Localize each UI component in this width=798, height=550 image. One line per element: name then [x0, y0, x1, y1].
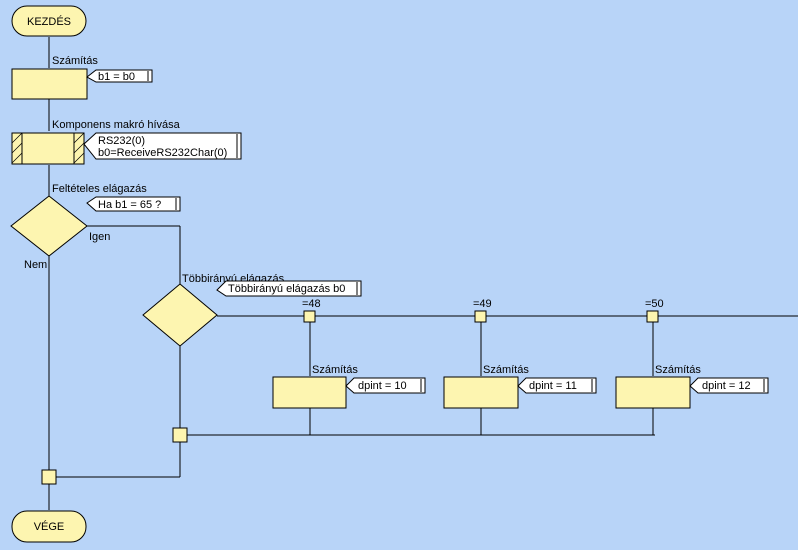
switch-case-2[interactable]: =49 [473, 298, 492, 323]
macro-block[interactable]: Komponens makró hívása [11, 119, 181, 165]
macro-block-label: Komponens makró hívása [52, 119, 181, 131]
switch-case-1[interactable]: =48 [302, 298, 321, 323]
case-2-calc-note: dpint = 11 [517, 377, 597, 394]
decision-block-note-text: Ha b1 = 65 ? [98, 199, 161, 211]
decision-block-note: Ha b1 = 65 ? [86, 196, 181, 212]
switch-case-3-value: =50 [645, 298, 664, 310]
switch-block-note: Többirányú elágazás b0 [216, 280, 362, 297]
start-terminal[interactable]: KEZDÉS [11, 5, 87, 37]
case-1-calc-note-text: dpint = 10 [358, 380, 407, 392]
decision-join-node[interactable] [41, 469, 57, 485]
decision-block[interactable]: Feltételes elágazás [10, 183, 147, 257]
macro-block-hatching [11, 132, 85, 164]
macro-block-note-line1: RS232(0) [98, 135, 145, 147]
switch-block-note-text: Többirányú elágazás b0 [228, 283, 345, 295]
start-terminal-label: KEZDÉS [27, 15, 71, 28]
connector-lines [48, 37, 798, 510]
case-3-calc-label: Számítás [655, 364, 701, 376]
case-3-calc-note: dpint = 12 [689, 377, 769, 394]
decision-yes-label: Igen [89, 231, 110, 243]
case-2-calc-block[interactable]: Számítás [443, 364, 529, 409]
case-3-calc-block[interactable]: Számítás [615, 364, 701, 409]
macro-block-note-line2: b0=ReceiveRS232Char(0) [98, 147, 227, 159]
switch-case-2-value: =49 [473, 298, 492, 310]
calc-block-1-note-text: b1 = b0 [98, 71, 135, 83]
decision-no-label: Nem [24, 259, 47, 271]
case-2-calc-note-text: dpint = 11 [529, 380, 577, 392]
switch-join-node[interactable] [172, 427, 188, 443]
end-terminal-label: VÉGE [34, 520, 65, 533]
case-1-calc-note: dpint = 10 [345, 377, 426, 394]
end-terminal[interactable]: VÉGE [11, 510, 87, 543]
calc-block-1-note: b1 = b0 [86, 69, 153, 83]
macro-block-note: RS232(0) b0=ReceiveRS232Char(0) [83, 132, 242, 160]
calc-block-1-label: Számítás [52, 55, 98, 67]
decision-block-label: Feltételes elágazás [52, 183, 147, 195]
calc-block-1[interactable]: Számítás [11, 55, 98, 100]
case-1-calc-block[interactable]: Számítás [272, 364, 358, 409]
case-2-calc-label: Számítás [483, 364, 529, 376]
switch-case-1-value: =48 [302, 298, 321, 310]
case-3-calc-note-text: dpint = 12 [702, 380, 751, 392]
case-1-calc-label: Számítás [312, 364, 358, 376]
switch-case-3[interactable]: =50 [645, 298, 664, 323]
